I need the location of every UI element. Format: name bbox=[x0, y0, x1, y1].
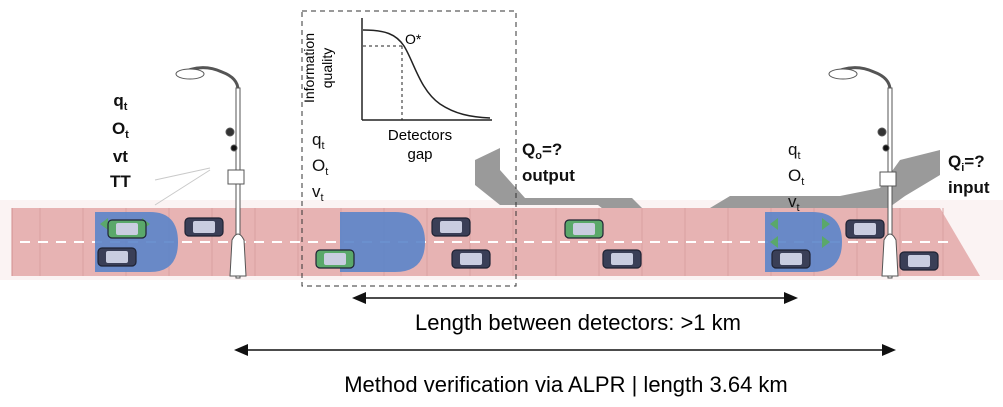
inset-x-label-1: Detectors bbox=[388, 127, 452, 144]
car-window bbox=[193, 221, 215, 233]
left-detector-vars: qt Ot vt TT bbox=[110, 88, 131, 194]
detector-connector-lines bbox=[154, 167, 211, 206]
left-var-q: qt bbox=[113, 91, 128, 113]
inset-box bbox=[301, 10, 517, 287]
inset-y-label-1: Information bbox=[301, 33, 317, 103]
right-var-v: vt bbox=[788, 192, 800, 214]
car-window bbox=[611, 253, 633, 265]
between-detectors-label: Length between detectors: >1 km bbox=[415, 310, 741, 335]
car-window bbox=[908, 255, 930, 267]
car-window bbox=[116, 223, 138, 235]
right-detector-vars: qt Ot vt bbox=[788, 138, 804, 216]
mid-var-q: qt bbox=[312, 130, 325, 152]
right-var-q: qt bbox=[788, 140, 801, 162]
left-var-vt: vt bbox=[112, 147, 128, 166]
inset-point-label: O* bbox=[405, 31, 422, 47]
output-ramp bbox=[475, 148, 650, 216]
car-window bbox=[440, 221, 462, 233]
between-detectors-arrow bbox=[352, 292, 798, 304]
input-ramp bbox=[700, 150, 940, 214]
inset-curve bbox=[362, 29, 491, 119]
vehicles bbox=[97, 217, 939, 271]
right-var-o: Ot bbox=[788, 166, 805, 188]
left-var-tt: TT bbox=[110, 172, 131, 191]
car-window bbox=[460, 253, 482, 265]
car-window bbox=[324, 253, 346, 265]
car-window bbox=[854, 223, 876, 235]
verification-label: Method verification via ALPR | length 3.… bbox=[344, 372, 788, 397]
verification-arrow bbox=[234, 344, 896, 356]
car-window bbox=[106, 251, 128, 263]
lamp-post-left bbox=[175, 66, 247, 279]
mid-var-v: vt bbox=[312, 182, 324, 204]
left-var-o: Ot bbox=[111, 119, 129, 141]
car-window bbox=[780, 253, 802, 265]
input-label: Qi=? input bbox=[948, 152, 990, 197]
detector-zone-middle bbox=[340, 212, 425, 272]
car-window bbox=[573, 223, 595, 235]
lamp-post-right bbox=[828, 66, 899, 279]
inset-chart: Information quality O* Detectors gap bbox=[301, 18, 492, 163]
mid-var-o: Ot bbox=[312, 156, 329, 178]
mid-detector-vars: qt Ot vt bbox=[312, 128, 328, 206]
output-label: Qo=? output bbox=[522, 140, 575, 185]
inset-x-label-2: gap bbox=[407, 146, 432, 163]
inset-y-label-2: quality bbox=[319, 48, 335, 88]
